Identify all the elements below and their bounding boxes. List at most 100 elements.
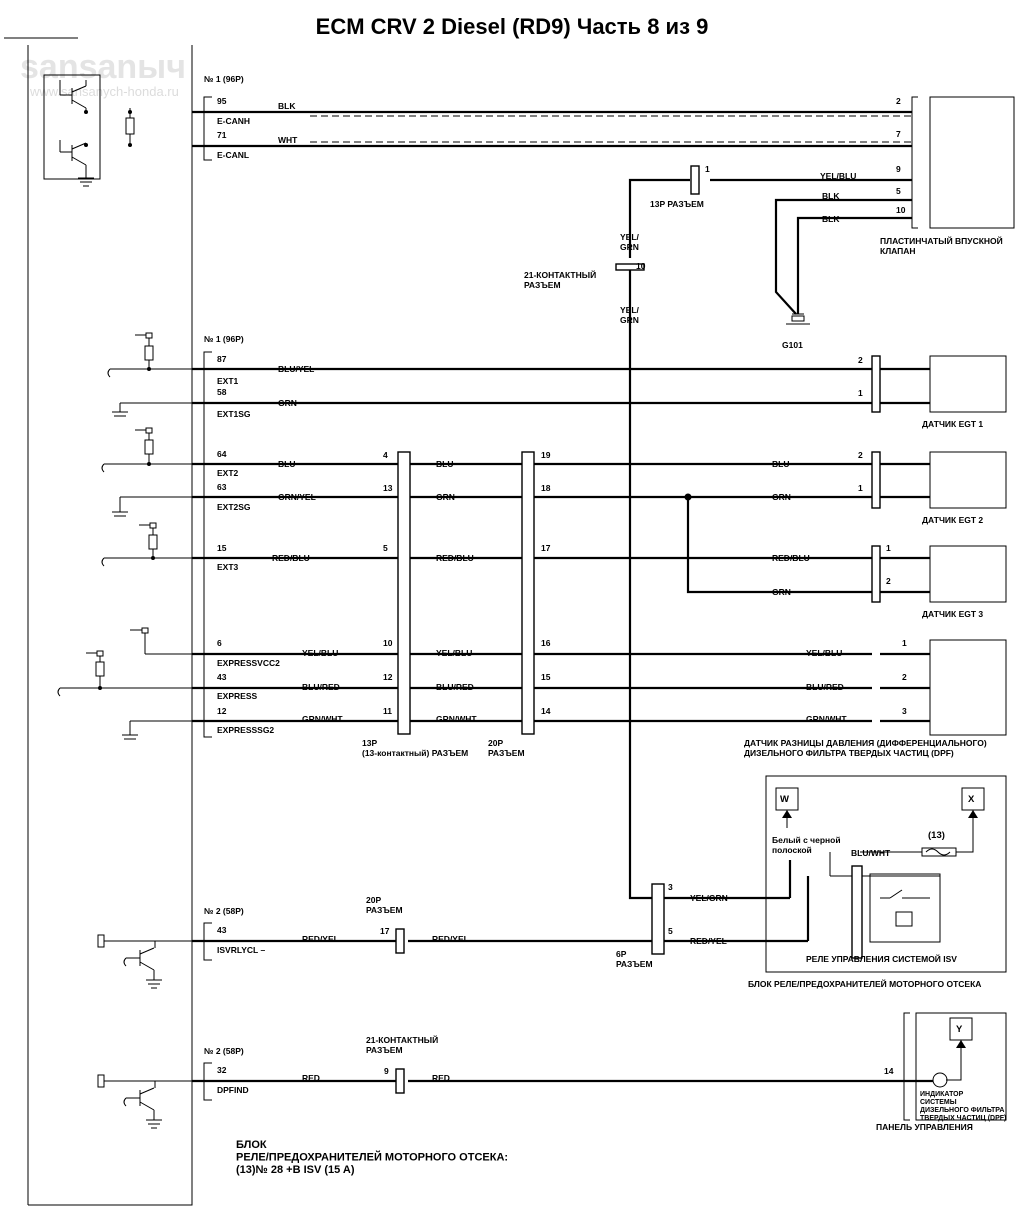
- wire-red-dpf-b: RED: [432, 1073, 450, 1083]
- pin-12: 12: [217, 706, 227, 716]
- egt-dpf-wire-labels: BLU BLU BLU GRN/YEL GRN GRN RED/BLU RED/…: [272, 459, 847, 724]
- c6p-pin-3: 3: [668, 882, 673, 892]
- sig-ext2sg: EXT2SG: [217, 502, 251, 512]
- wire-yel-blu-a: YEL/BLU: [302, 648, 338, 658]
- c13-pin-12: 12: [383, 672, 393, 682]
- wire-red-yel-isv-a: RED/YEL: [302, 934, 339, 944]
- wire-yel-grn-upper: YEL/GRN: [620, 232, 640, 252]
- sig-ext3: EXT3: [217, 562, 239, 572]
- wire-grn-wht-a: GRN/WHT: [302, 714, 343, 724]
- ecm-body: [27, 45, 193, 1206]
- valve-feed-wires: [615, 165, 912, 340]
- page-title: ECM CRV 2 Diesel (RD9) Часть 8 из 9: [316, 14, 709, 39]
- valve-pin-5: 5: [896, 186, 901, 196]
- valve-pin-10: 10: [896, 205, 906, 215]
- dpf-pin-3: 3: [902, 706, 907, 716]
- egt2-pin-2: 2: [858, 450, 863, 460]
- c20-pin-18: 18: [541, 483, 551, 493]
- pin-64: 64: [217, 449, 227, 459]
- pin-63: 63: [217, 482, 227, 492]
- wire-grn-a: GRN: [436, 492, 455, 502]
- egt3-label: ДАТЧИК EGT 3: [922, 609, 983, 619]
- sig-e-canl: E-CANL: [217, 150, 249, 160]
- egt2-label: ДАТЧИК EGT 2: [922, 515, 983, 525]
- intake-valve: [911, 96, 1015, 229]
- ref-x: X: [968, 794, 975, 805]
- control-panel-label: ПАНЕЛЬ УПРАВЛЕНИЯ: [876, 1122, 973, 1132]
- wire-red-yel-isv-b: RED/YEL: [432, 934, 469, 944]
- egt1-pin-1: 1: [858, 388, 863, 398]
- ref-w: W: [780, 794, 789, 805]
- wire-grn-wht-c: GRN/WHT: [806, 714, 847, 724]
- sig-ext2: EXT2: [217, 468, 239, 478]
- wire-yel-grn-6p: YEL/GRN: [690, 893, 728, 903]
- c13-pin-10: 10: [383, 638, 393, 648]
- pin-43: 43: [217, 672, 227, 682]
- dpf-pin-2: 2: [902, 672, 907, 682]
- c21-pin-10: 10: [636, 261, 646, 271]
- ecm-pin-labels: 95 E-CANH 71 E-CANL 87 EXT1 58 EXT1SG 64…: [217, 96, 280, 1095]
- sig-e-canh: E-CANH: [217, 116, 250, 126]
- egt2-pin-1: 1: [858, 483, 863, 493]
- wire-blu-a: BLU: [278, 459, 295, 469]
- c13p-top-label: 13P РАЗЪЕМ: [650, 199, 704, 209]
- valve-pin-9: 9: [896, 164, 901, 174]
- c13-pin-11: 11: [383, 706, 392, 716]
- dpf-sensor-label: ДАТЧИК РАЗНИЦЫ ДАВЛЕНИЯ (ДИФФЕРЕНЦИАЛЬНО…: [744, 738, 987, 758]
- wire-blu-red-c: BLU/RED: [806, 682, 844, 692]
- egt1-label: ДАТЧИК EGT 1: [922, 419, 983, 429]
- valve-pin-numbers: 2 7 9 5 10: [896, 96, 906, 215]
- ecm-conn2-label-isv: № 2 (58P): [204, 906, 244, 916]
- sig-dpfind: DPFIND: [217, 1085, 249, 1095]
- yel-grn-trunk: [628, 340, 652, 900]
- c20p-isv-pin-17: 17: [380, 926, 390, 936]
- wire-red-blu-c: RED/BLU: [772, 553, 810, 563]
- egt-dpf-wires: [192, 451, 1007, 736]
- valve-pin-2: 2: [896, 96, 901, 106]
- pin-71: 71: [217, 130, 227, 140]
- ecm-conn2-label-dpf: № 2 (58P): [204, 1046, 244, 1056]
- c21-dpf-pin-9: 9: [384, 1066, 389, 1076]
- wire-blu-c: BLU: [772, 459, 789, 469]
- pin-87: 87: [217, 354, 227, 364]
- wire-red-blu-a: RED/BLU: [272, 553, 310, 563]
- wire-blu-wht: BLU/WHT: [851, 848, 891, 858]
- isv-wires: [192, 883, 808, 955]
- ecm-output-transistors: [97, 934, 192, 1129]
- wire-grn-egt1: GRN: [278, 398, 297, 408]
- wire-blu-red-a: BLU/RED: [302, 682, 340, 692]
- valve-pin-7: 7: [896, 129, 901, 139]
- wire-blu-b: BLU: [436, 459, 453, 469]
- c13p-pin-1: 1: [705, 164, 710, 174]
- c20-pin-17: 17: [541, 543, 551, 553]
- sig-ext1sg: EXT1SG: [217, 409, 251, 419]
- wire-blu-yel-egt1: BLU/YEL: [278, 364, 314, 374]
- wire-yel-grn-lower: YEL/GRN: [620, 305, 640, 325]
- wire-wht-can: WHT: [278, 135, 298, 145]
- sig-expresssg2: EXPRESSSG2: [217, 725, 274, 735]
- c6p-pin-5: 5: [668, 926, 673, 936]
- pin-15: 15: [217, 543, 227, 553]
- wire-red-yel-6p: RED/YEL: [690, 936, 727, 946]
- wire-grn-yel: GRN/YEL: [278, 492, 316, 502]
- c13-pin-4: 4: [383, 450, 388, 460]
- ecm-input-circuits: [57, 332, 192, 740]
- wire-blu-red-b: BLU/RED: [436, 682, 474, 692]
- can-transistors: [59, 80, 135, 187]
- can-bus-wires: [192, 110, 912, 148]
- c13p-bottom-label: 13P(13-контактный) РАЗЪЕМ: [362, 738, 468, 758]
- dpf-indicator-wires: [192, 1012, 1007, 1121]
- ecm-connector-brackets: [203, 96, 212, 1101]
- sig-ext1: EXT1: [217, 376, 239, 386]
- wire-red-blu-b: RED/BLU: [436, 553, 474, 563]
- egt3-pin-1: 1: [886, 543, 891, 553]
- c13-pin-5: 5: [383, 543, 388, 553]
- mid-connector-pins: 4 13 5 10 12 11 19 18 17 16 15 14: [383, 450, 551, 716]
